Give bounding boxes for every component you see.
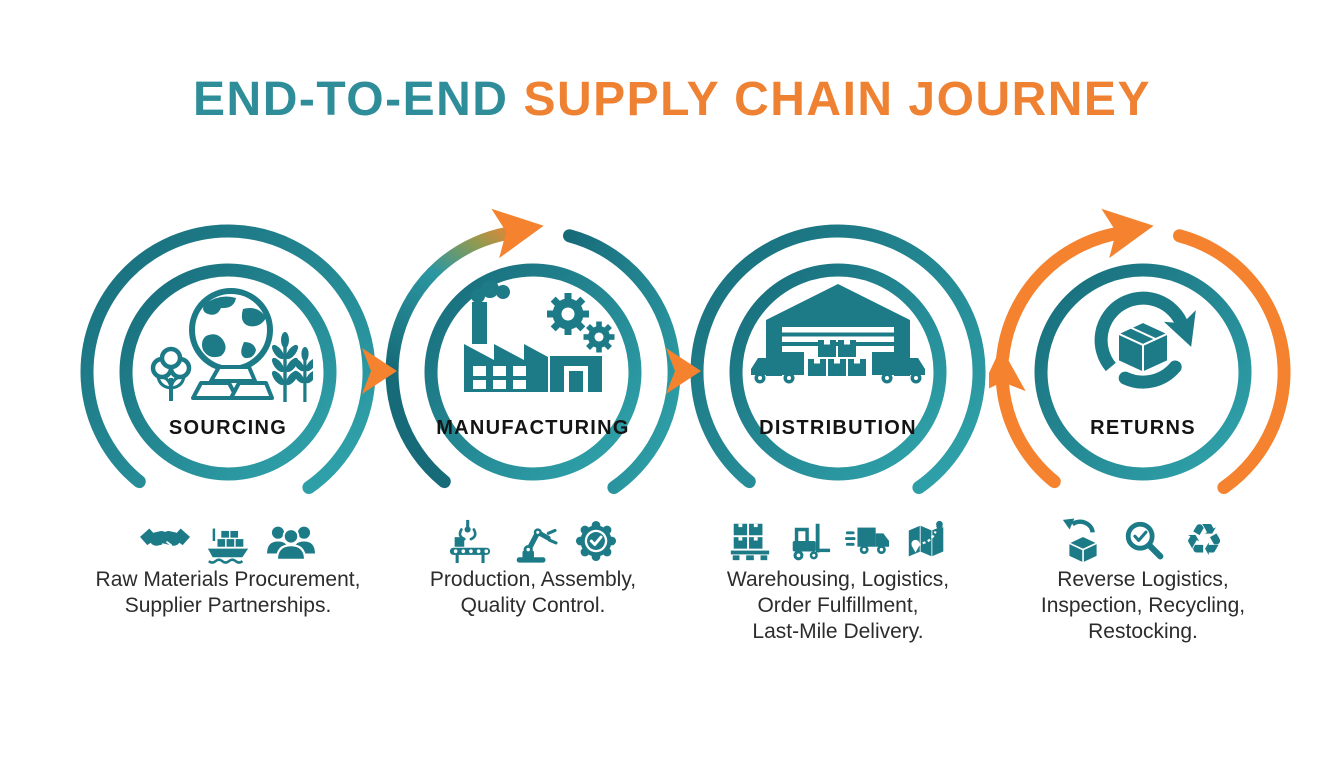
title-part-teal: END-TO-END [193, 73, 509, 126]
delivery-truck-icon [844, 527, 889, 555]
manufacturing-caption: Production, Assembly, Quality Control. [355, 567, 711, 619]
caption-line: Warehousing, Logistics, [726, 568, 950, 591]
stage-label-distribution: DISTRIBUTION [759, 417, 917, 439]
returns-small-icons: ♻ [975, 517, 1311, 565]
return-package-icon [1062, 518, 1099, 564]
returns-ring [989, 208, 1291, 494]
distribution-ring [690, 224, 986, 494]
stage-label-returns: RETURNS [1090, 417, 1196, 439]
robotic-arm-icon [516, 528, 558, 563]
manufacturing-small-icons [365, 517, 701, 565]
flow-arrow-icon [666, 348, 701, 394]
returns-caption: Reverse Logistics, Inspection, Recycling… [965, 567, 1321, 645]
caption-line: Inspection, Recycling, [1040, 594, 1246, 617]
quality-badge-icon [576, 521, 616, 561]
people-group-icon [267, 526, 315, 561]
caption-line: Production, Assembly, [429, 568, 637, 591]
factory-gears-icon [365, 280, 701, 405]
handshake-icon [140, 528, 190, 551]
inspection-magnifier-icon [1125, 521, 1164, 560]
conveyor-icon [449, 519, 491, 564]
page-title: END-TO-END SUPPLY CHAIN JOURNEY [0, 72, 1344, 127]
caption-line: Quality Control. [460, 594, 606, 617]
stage-manufacturing: MANUFACTURING [365, 195, 701, 670]
caption-line: Raw Materials Procurement, [95, 568, 361, 591]
stage-sourcing: SOURCING [60, 195, 396, 670]
pallet-boxes-icon [730, 523, 769, 561]
stage-distribution: DISTRIBUTION [670, 195, 1006, 670]
flow-arrowhead-icon [1101, 208, 1154, 259]
recycle-icon: ♻ [1184, 515, 1224, 566]
flow-arrowhead-icon [491, 208, 544, 259]
globe-raw-materials-icon [60, 280, 396, 405]
caption-line: Restocking. [1088, 620, 1198, 643]
sourcing-ring [80, 224, 376, 494]
caption-line: Supplier Partnerships. [124, 594, 332, 617]
caption-line: Last-Mile Delivery. [752, 620, 924, 643]
title-part-orange: SUPPLY CHAIN JOURNEY [523, 73, 1151, 126]
sourcing-small-icons [60, 517, 396, 565]
sourcing-caption: Raw Materials Procurement, Supplier Part… [50, 567, 406, 619]
distribution-caption: Warehousing, Logistics, Order Fulfillmen… [660, 567, 1016, 645]
manufacturing-ring [385, 208, 681, 494]
stage-label-sourcing: SOURCING [168, 417, 288, 439]
caption-line: Order Fulfillment, [757, 594, 919, 617]
caption-line: Reverse Logistics, [1057, 568, 1229, 591]
flow-arrowhead-icon [989, 347, 1026, 393]
stage-label-manufacturing: MANUFACTURING [436, 417, 630, 439]
stage-returns: RETURNS ♻ Reverse Logistics, Inspection, [975, 195, 1311, 670]
warehouse-trucks-icon [670, 280, 1006, 405]
distribution-small-icons [670, 517, 1006, 565]
returns-box-cycle-icon [975, 280, 1311, 405]
flow-arrow-icon [362, 348, 397, 394]
forklift-icon [792, 523, 830, 561]
route-map-icon [908, 519, 944, 557]
cargo-ship-icon [207, 528, 249, 564]
